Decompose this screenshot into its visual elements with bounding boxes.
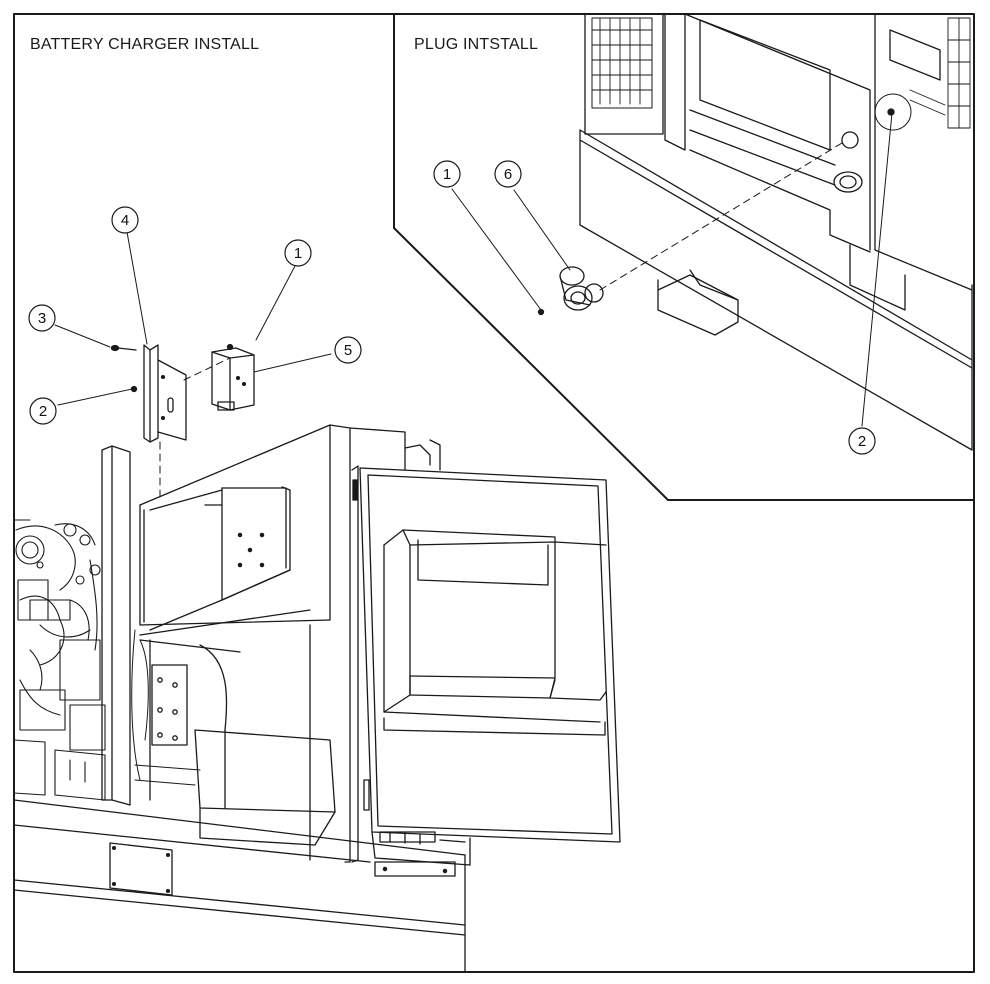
- callout-charger-1-label: 1: [294, 245, 302, 262]
- callout-plug-1-label: 1: [443, 166, 451, 183]
- generator-assembly: [13, 424, 621, 973]
- callout-charger-4: 4: [111, 206, 139, 234]
- callout-charger-2-label: 2: [39, 403, 47, 420]
- battery-charger-title: BATTERY CHARGER INSTALL: [30, 36, 260, 53]
- plug-enclosure-drawing: [579, 13, 973, 451]
- callout-charger-5: 5: [334, 336, 362, 364]
- callout-plug-6: 6: [494, 160, 522, 188]
- plug-install-title: PLUG INTSTALL: [414, 36, 539, 53]
- callout-charger-4-label: 4: [121, 212, 129, 229]
- plug-leaders: [451, 112, 893, 427]
- callout-charger-1: 1: [284, 239, 312, 267]
- callout-charger-3: 3: [28, 304, 56, 332]
- charger-parts: [110, 343, 255, 501]
- callout-charger-5-label: 5: [344, 342, 352, 359]
- plug-detail-panel: [393, 13, 975, 501]
- outer-frame: [13, 13, 975, 973]
- charger-leaders: [54, 231, 332, 406]
- callout-charger-3-label: 3: [38, 310, 46, 327]
- callout-plug-2: 2: [848, 427, 876, 455]
- plug-part-assembly: [537, 142, 843, 316]
- callout-plug-6-label: 6: [504, 166, 512, 183]
- callout-charger-2: 2: [29, 397, 57, 425]
- callout-plug-1: 1: [433, 160, 461, 188]
- callout-plug-2-label: 2: [858, 433, 866, 450]
